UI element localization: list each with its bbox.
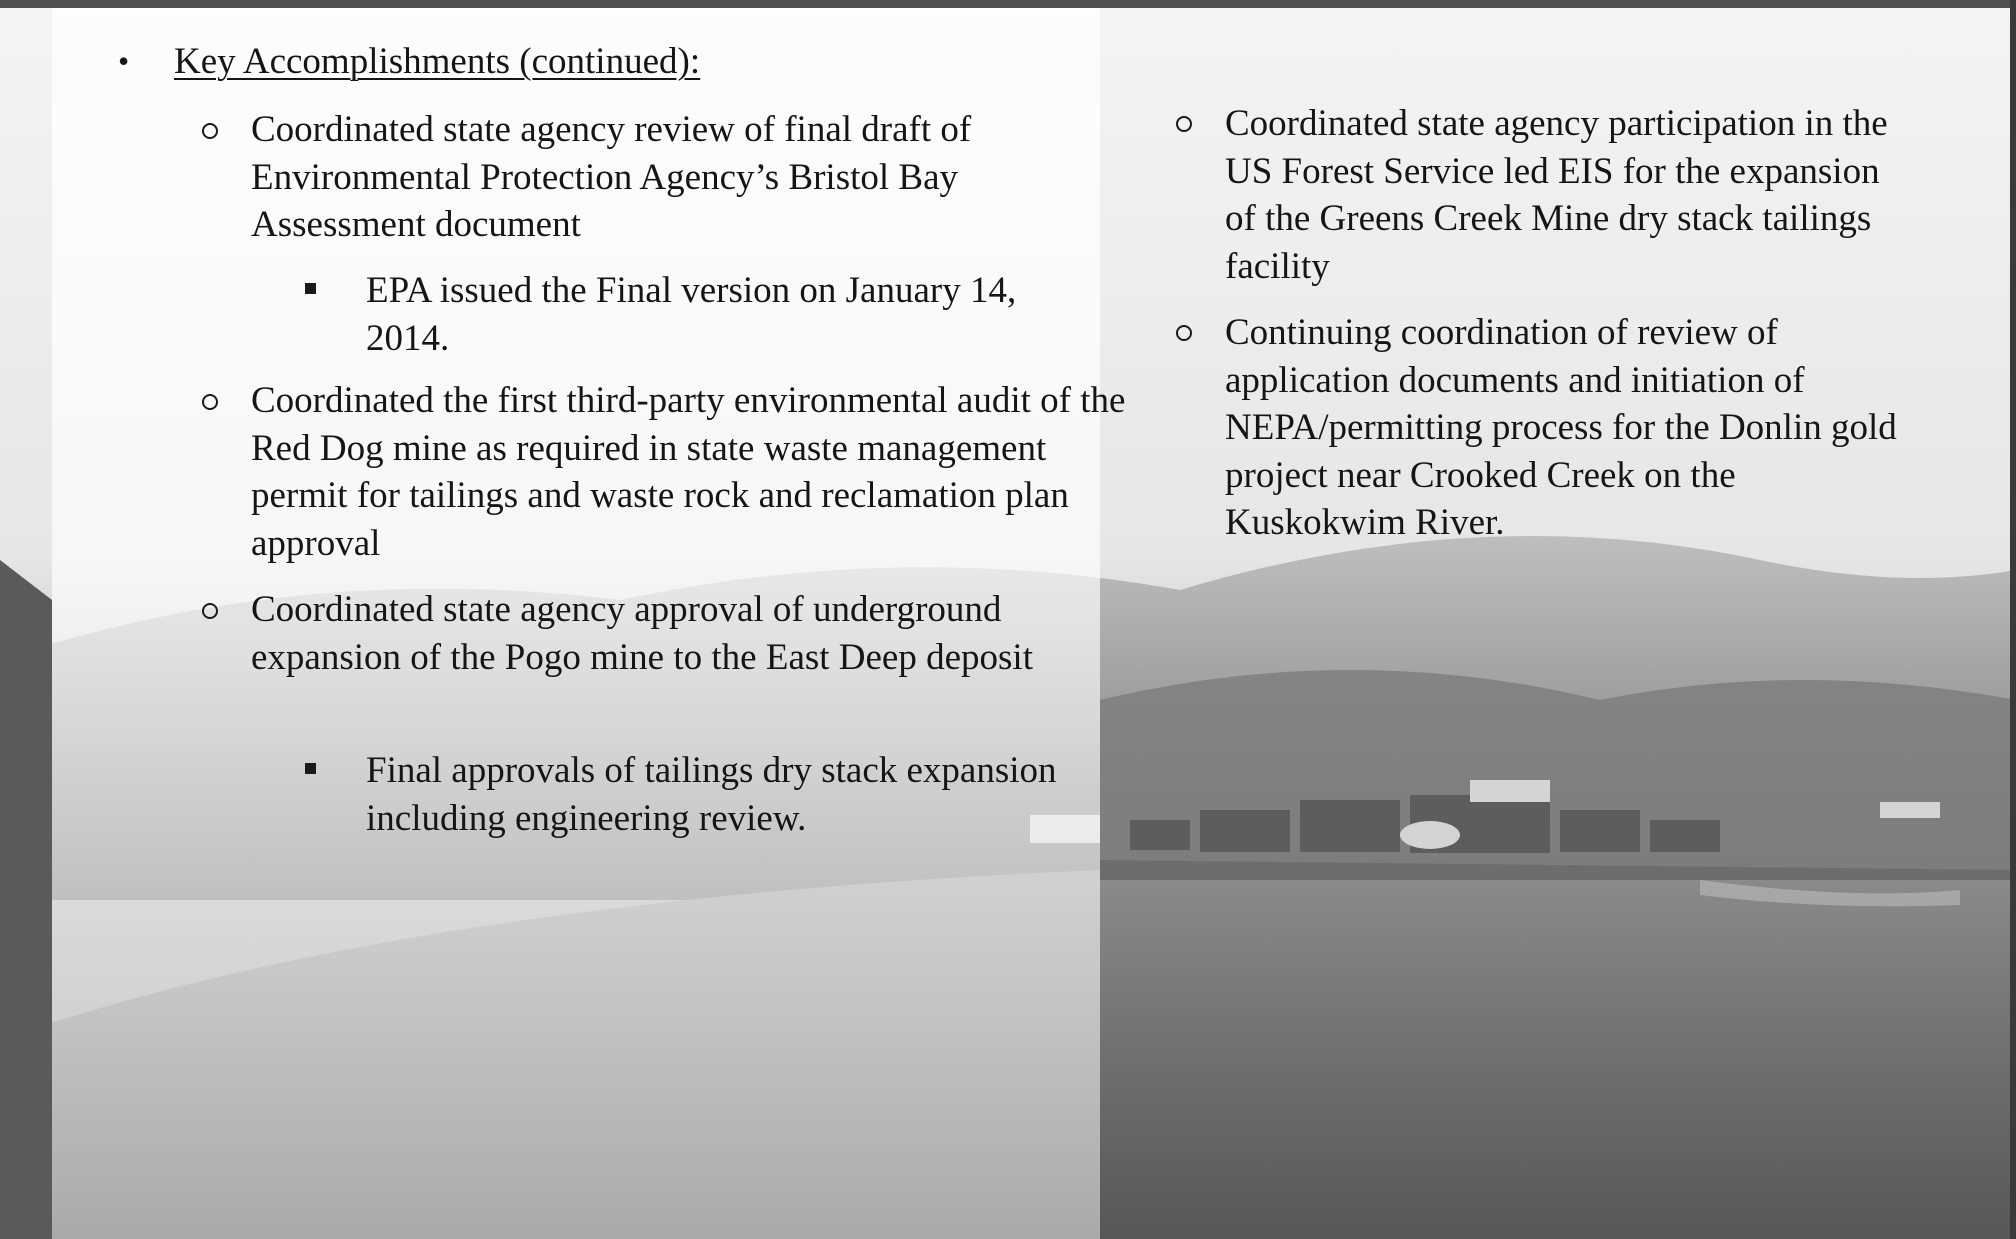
text-panel-overlay [52, 8, 1100, 1239]
bullet-dot-icon: • [118, 43, 130, 79]
circle-bullet-icon [202, 394, 218, 410]
circle-bullet-icon [202, 123, 218, 139]
section-heading: Key Accomplishments (continued): [174, 41, 701, 82]
frame-right-border [2010, 0, 2016, 1239]
left-item-1-subitem: EPA issued the Final version on January … [366, 270, 1017, 359]
frame-top-border [0, 0, 2016, 8]
left-item-3-text: Coordinated state agency approval of und… [251, 589, 1033, 678]
square-bullet-icon [305, 763, 316, 774]
right-item-1-text: Coordinated state agency participation i… [1225, 103, 1888, 287]
circle-bullet-icon [1176, 116, 1192, 132]
left-item-3-subitem: Final approvals of tailings dry stack ex… [366, 750, 1057, 839]
circle-bullet-icon [202, 603, 218, 619]
left-item-2-text: Coordinated the first third-party enviro… [251, 380, 1126, 564]
right-item-2-text: Continuing coordination of review of app… [1225, 312, 1897, 543]
circle-bullet-icon [1176, 325, 1192, 341]
square-bullet-icon [305, 283, 316, 294]
left-item-1-text: Coordinated state agency review of final… [251, 109, 972, 245]
